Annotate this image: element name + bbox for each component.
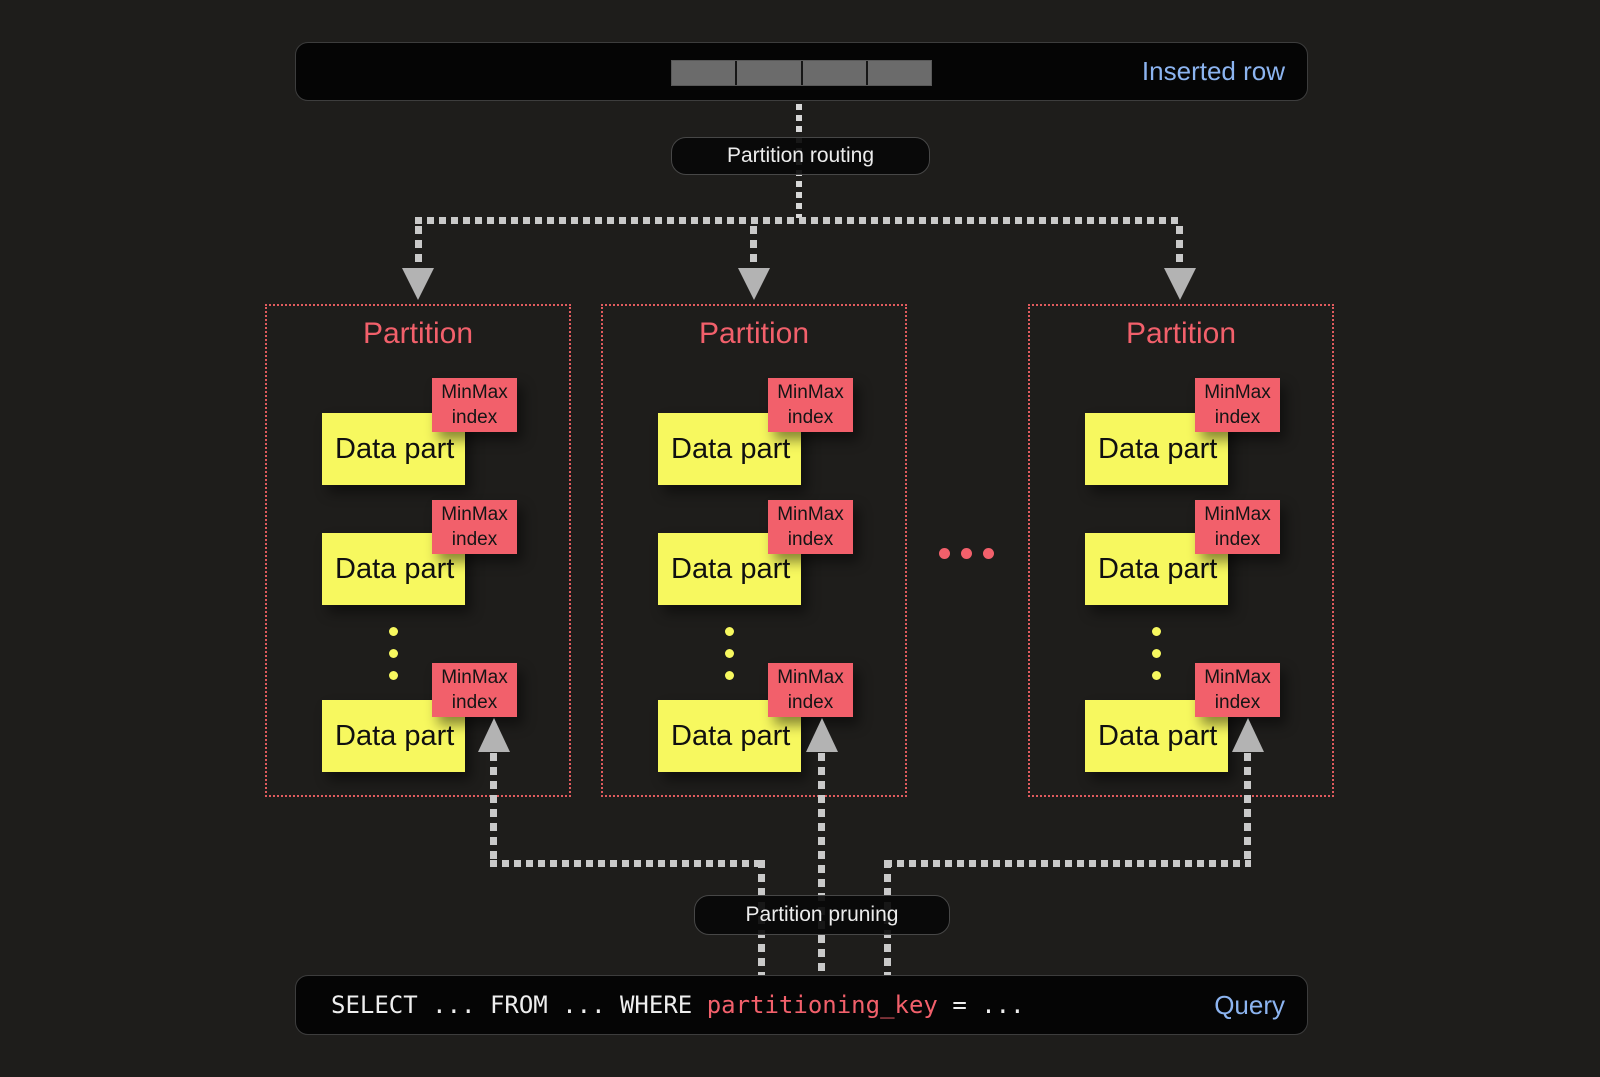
row-cells [671,60,932,86]
minmax-index-tag: MinMax index [1195,663,1280,717]
row-cell [867,61,931,85]
minmax-index-tag: MinMax index [768,378,853,432]
query-code-prefix: SELECT ... FROM ... WHERE [331,991,707,1019]
horizontal-ellipsis [939,548,994,559]
ellipsis-dot [1152,627,1161,636]
pruning-connector-line [1244,753,1251,860]
row-cell [737,61,801,85]
query-label: Query [1214,989,1285,1020]
minmax-index-tag: MinMax index [432,500,517,554]
partition-routing-label: Partition routing [671,137,930,175]
row-cell [672,61,736,85]
branch-drop-line [750,226,757,266]
pruning-connector-line [818,753,825,975]
pruning-connector-line [490,860,766,867]
query-keyword: partitioning_key [706,991,938,1019]
partition-pruning-label: Partition pruning [694,895,950,935]
ellipsis-dot [983,548,994,559]
vertical-ellipsis [389,627,398,680]
row-cell [802,61,866,85]
data-part-box: Data part [1085,413,1228,485]
ellipsis-dot [1152,649,1161,658]
arrow-up-icon [478,718,510,752]
partition-title: Partition [362,317,474,350]
arrow-down-icon [738,268,770,300]
ellipsis-dot [939,548,950,559]
ellipsis-dot [389,627,398,636]
minmax-index-tag: MinMax index [432,663,517,717]
minmax-index-tag: MinMax index [768,500,853,554]
vertical-ellipsis [725,627,734,680]
ellipsis-dot [961,548,972,559]
arrow-down-icon [402,268,434,300]
ellipsis-dot [725,627,734,636]
ellipsis-dot [725,671,734,680]
ellipsis-dot [389,649,398,658]
branch-drop-line [415,226,422,266]
inserted-row-box: Inserted row [295,42,1308,101]
pruning-connector-line [490,753,497,860]
arrow-up-icon [806,718,838,752]
query-code: SELECT ... FROM ... WHERE partitioning_k… [331,976,1025,1034]
branch-drop-line [1176,226,1183,266]
minmax-index-tag: MinMax index [768,663,853,717]
ellipsis-dot [1152,671,1161,680]
partition-title: Partition [1125,317,1237,350]
pruning-connector-line [885,860,1251,867]
minmax-index-tag: MinMax index [1195,500,1280,554]
inserted-row-label: Inserted row [1141,56,1285,86]
arrow-up-icon [1232,718,1264,752]
branch-line [415,217,1180,224]
minmax-index-tag: MinMax index [432,378,517,432]
vertical-ellipsis [1152,627,1161,680]
minmax-index-tag: MinMax index [1195,378,1280,432]
ellipsis-dot [725,649,734,658]
query-box: SELECT ... FROM ... WHERE partitioning_k… [295,975,1308,1035]
ellipsis-dot [389,671,398,680]
partition-box-2: Partition MinMax index Data part MinMax … [601,304,907,797]
partition-box-3: Partition MinMax index Data part MinMax … [1028,304,1334,797]
query-code-suffix: = ... [937,991,1025,1019]
arrow-down-icon [1164,268,1196,300]
partition-box-1: Partition MinMax index Data part MinMax … [265,304,571,797]
partition-title: Partition [698,317,810,350]
data-part-box: Data part [322,700,465,772]
